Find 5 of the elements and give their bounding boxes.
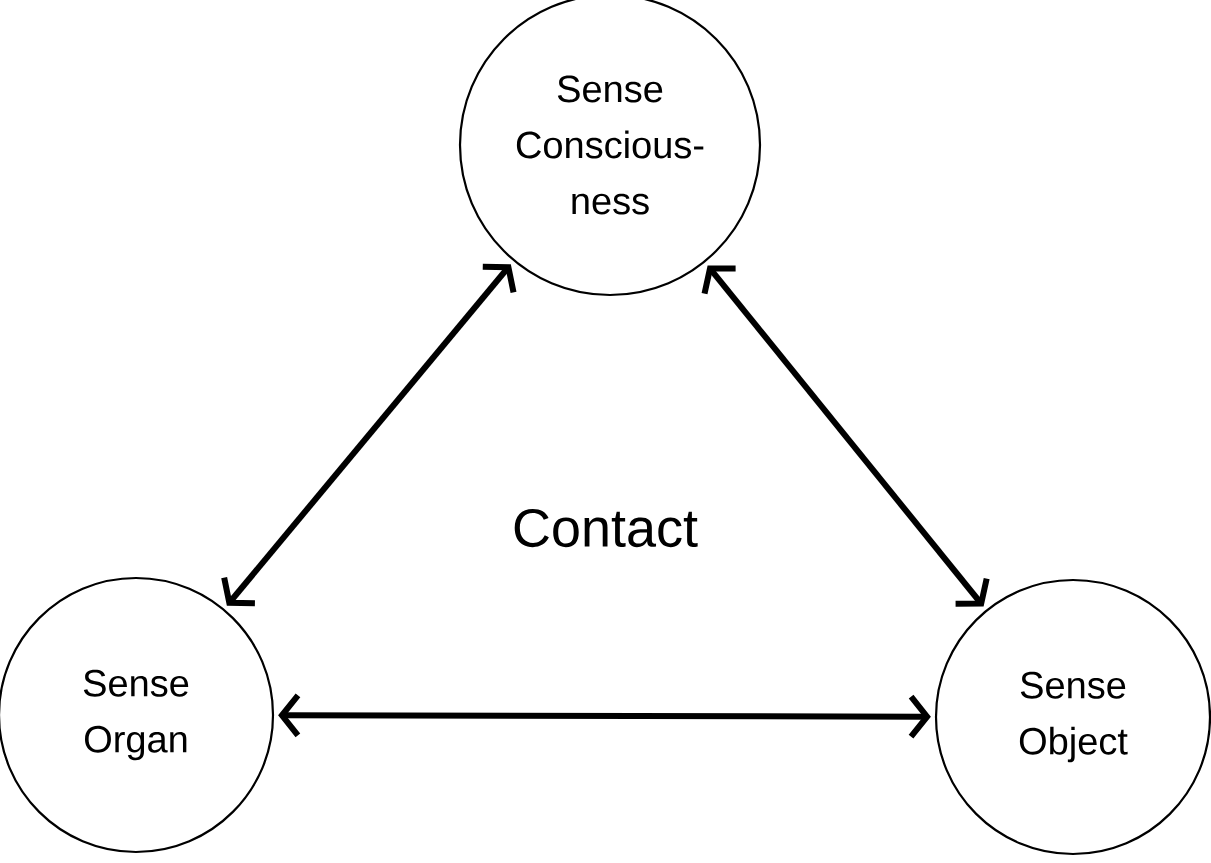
circle-node: Sense Object bbox=[934, 578, 1211, 856]
double-arrow bbox=[701, 265, 990, 607]
double-arrow bbox=[221, 263, 517, 607]
center-label: Contact bbox=[514, 508, 698, 548]
double-arrow bbox=[278, 693, 931, 739]
